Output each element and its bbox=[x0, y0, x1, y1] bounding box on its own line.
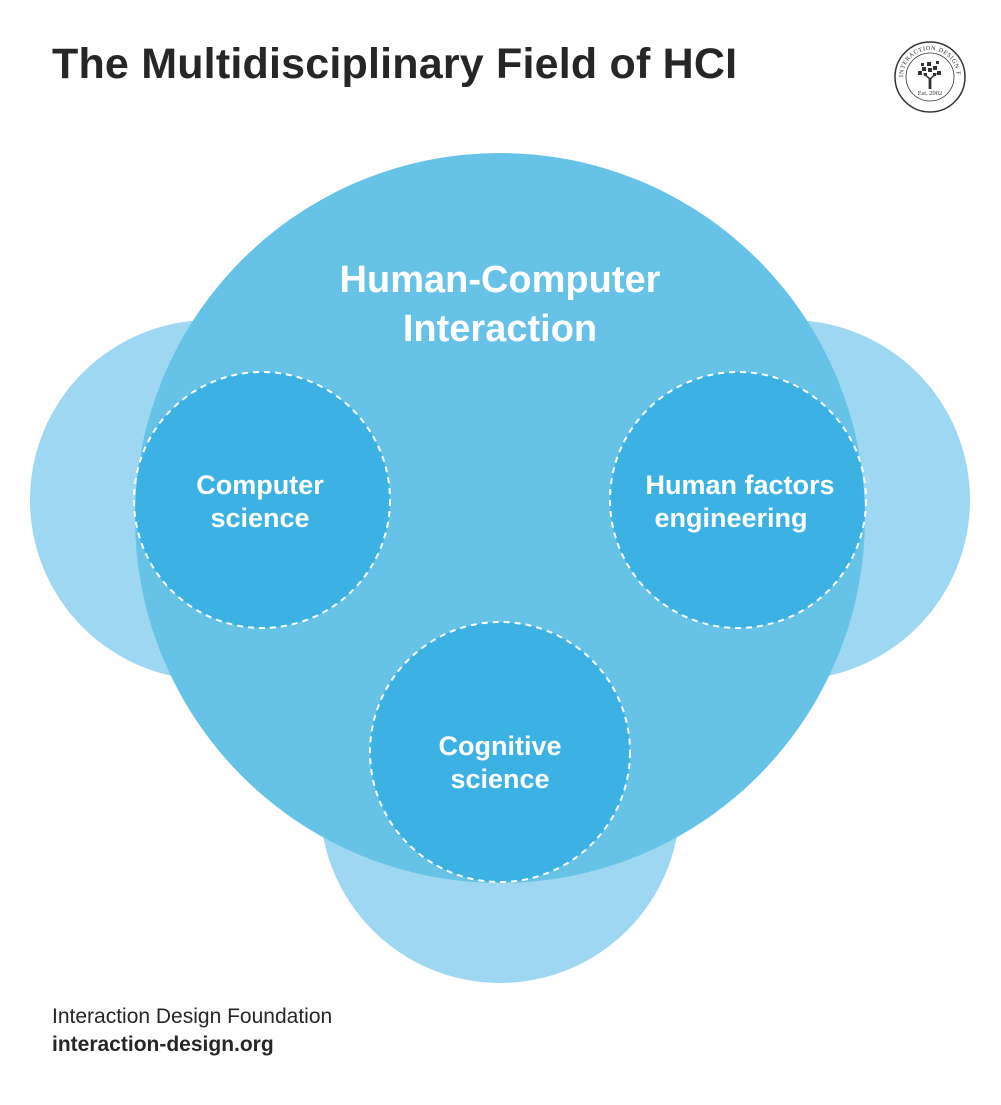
central-label-line1: Human-Computer bbox=[340, 259, 661, 301]
right-label-line2: engineering bbox=[654, 503, 807, 533]
left-label-line2: science bbox=[210, 503, 309, 533]
overlap-left bbox=[135, 372, 390, 628]
idf-logo: INTERACTION DESIGN FOUNDATION Est. 2002 bbox=[893, 40, 966, 113]
dashed-circle-left bbox=[133, 371, 391, 629]
left-label-line1: Computer bbox=[196, 470, 324, 500]
main-circle bbox=[135, 153, 865, 883]
dashed-circle-bottom bbox=[369, 621, 631, 883]
logo-est-text: Est. 2002 bbox=[918, 90, 943, 97]
tree-icon bbox=[918, 61, 941, 89]
overlap-bottom bbox=[370, 622, 630, 882]
bottom-label-line2: science bbox=[450, 764, 549, 794]
footer-org: Interaction Design Foundation bbox=[52, 1005, 333, 1028]
footer: Interaction Design Foundation interactio… bbox=[52, 1003, 332, 1059]
overlap-right bbox=[610, 372, 865, 628]
right-label-line1: Human factors bbox=[645, 470, 834, 500]
dashed-circle-right bbox=[609, 371, 867, 629]
page-title: The Multidisciplinary Field of HCI bbox=[52, 40, 738, 88]
footer-url[interactable]: interaction-design.org bbox=[52, 1033, 274, 1056]
central-label-line2: Interaction bbox=[403, 308, 597, 350]
bottom-label-line1: Cognitive bbox=[438, 731, 561, 761]
